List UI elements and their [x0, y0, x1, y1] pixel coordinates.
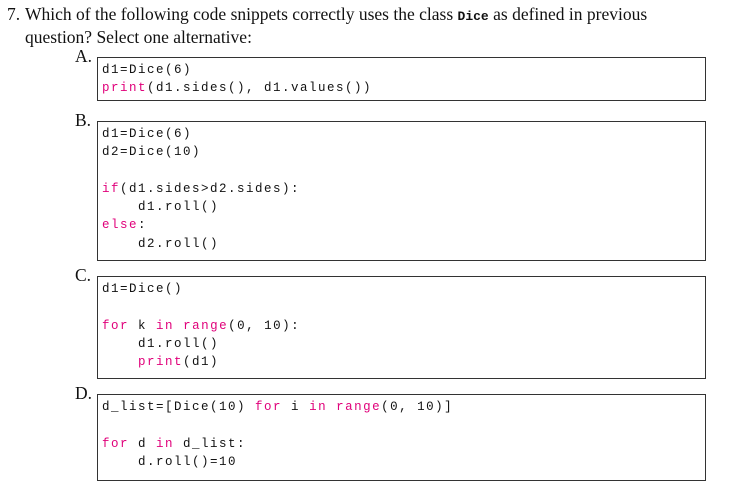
code-line: d.roll()=10 [102, 453, 705, 471]
code-line: print(d1) [102, 353, 705, 371]
code-line: print(d1.sides(), d1.values()) [102, 79, 705, 97]
question-text-part: as defined in previous [493, 4, 648, 24]
code-keyword: in [156, 318, 175, 333]
code-snippet: d1=Dice() for k in range(0, 10): d1.roll… [98, 277, 705, 371]
code-line: for k in range(0, 10): [102, 317, 705, 335]
code-token [327, 400, 336, 414]
code-token: d.roll()=10 [102, 454, 238, 469]
code-box-d[interactable]: d_list=[Dice(10) for i in range(0, 10)] … [97, 394, 706, 481]
option-label-d[interactable]: D. [75, 383, 93, 403]
code-token: d1.roll() [102, 200, 220, 215]
code-token: (0, 10)] [381, 400, 454, 414]
code-token: i [282, 400, 310, 414]
code-token: (d1) [183, 355, 220, 370]
code-token: d_list: [174, 436, 247, 451]
question-text: 7.Which of the following code snippets c… [7, 4, 727, 47]
code-box-b[interactable]: d1=Dice(6) d2=Dice(10) if(d1.sides>d2.sid… [97, 121, 706, 261]
code-line: if(d1.sides>d2.sides): [102, 180, 705, 198]
code-line: d1=Dice() [102, 280, 705, 298]
code-keyword: for [102, 436, 130, 451]
code-line [102, 298, 705, 316]
code-keyword: for [102, 318, 130, 333]
question-text-part: Which of the following code snippets cor… [25, 4, 454, 24]
code-keyword: if [102, 181, 121, 196]
code-token: d_list=[Dice(10) [102, 400, 256, 414]
code-keyword: in [156, 436, 175, 451]
code-snippet: d1=Dice(6) print(d1.sides(), d1.values()) [98, 58, 705, 98]
code-line [102, 162, 705, 180]
class-name-code: Dice [457, 9, 489, 24]
code-line: d2=Dice(10) [102, 143, 705, 161]
code-token: d1=Dice(6) [102, 63, 193, 77]
code-line: d1=Dice(6) [102, 125, 705, 143]
code-token [174, 319, 183, 333]
option-label-c[interactable]: C. [75, 265, 92, 285]
code-keyword: range [336, 400, 382, 414]
code-keyword: print [102, 81, 148, 96]
code-line: d1.roll() [102, 335, 705, 353]
code-line [102, 416, 705, 434]
code-keyword: else [102, 218, 139, 233]
question-number: 7. [7, 4, 21, 24]
code-line: else: [102, 216, 705, 234]
code-token [102, 355, 138, 369]
code-token: d1=Dice(6) [102, 127, 193, 141]
code-token: (d1.sides(), d1.values()) [147, 81, 373, 96]
code-token: (0, 10): [228, 318, 301, 333]
code-line: d2.roll() [102, 235, 705, 253]
code-keyword: for [255, 400, 283, 414]
code-line: for d in d_list: [102, 435, 705, 453]
code-keyword: in [309, 400, 328, 414]
code-line: d1=Dice(6) [102, 61, 705, 79]
code-box-c[interactable]: d1=Dice() for k in range(0, 10): d1.roll… [97, 276, 706, 379]
code-token: : [138, 218, 148, 233]
code-keyword: print [138, 355, 184, 370]
code-token: d1.roll() [102, 336, 220, 351]
option-label-b[interactable]: B. [75, 110, 92, 130]
code-keyword: range [183, 318, 229, 333]
code-box-a[interactable]: d1=Dice(6) print(d1.sides(), d1.values()) [97, 57, 706, 101]
code-line: d1.roll() [102, 198, 705, 216]
code-token: (d1.sides>d2.sides): [120, 181, 301, 196]
code-token: d2.roll() [102, 236, 220, 251]
question-line-2: question? Select one alternative: [25, 27, 252, 47]
code-token: d [129, 436, 157, 451]
code-token: d1=Dice() [102, 282, 184, 296]
code-token: d2=Dice(10) [102, 145, 202, 160]
code-snippet: d1=Dice(6) d2=Dice(10) if(d1.sides>d2.sid… [98, 122, 705, 253]
option-label-a[interactable]: A. [75, 46, 93, 66]
code-line: d_list=[Dice(10) for i in range(0, 10)] [102, 398, 705, 416]
code-token: k [129, 318, 157, 333]
code-snippet: d_list=[Dice(10) for i in range(0, 10)] … [98, 395, 705, 471]
